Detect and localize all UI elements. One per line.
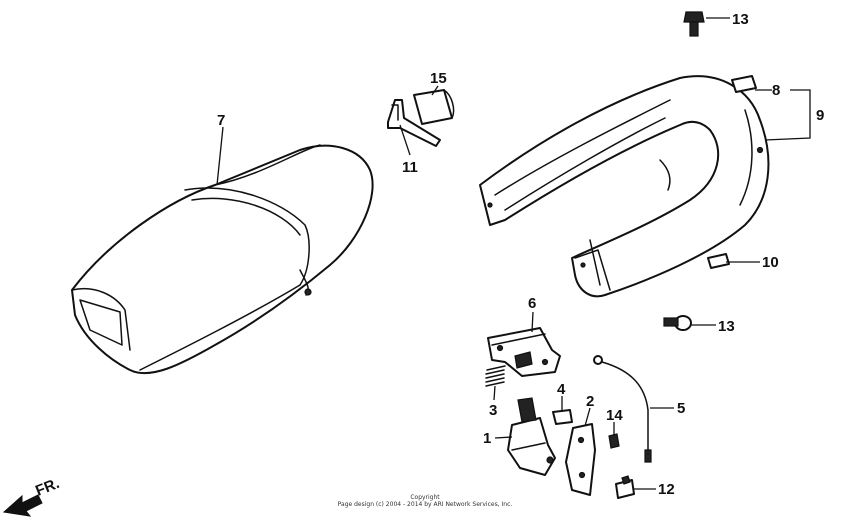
callout-13-top: 13 <box>732 11 749 28</box>
lock-body-part <box>507 397 556 476</box>
callout-labels: 1 2 3 4 5 6 7 8 9 10 11 12 13 13 14 15 <box>217 11 824 498</box>
rubber-pad-part <box>413 89 455 125</box>
rear-cowl-part <box>479 75 770 298</box>
seat-bracket-part <box>387 99 441 147</box>
copyright-line-2: Page design (c) 2004 - 2014 by ARI Netwo… <box>337 501 513 508</box>
callout-1: 1 <box>483 430 491 447</box>
callout-7: 7 <box>217 112 225 129</box>
callout-15: 15 <box>430 70 447 87</box>
clip-part <box>552 409 573 425</box>
bolt-top-part <box>683 11 705 37</box>
spring-part <box>485 365 506 387</box>
callout-5: 5 <box>677 400 685 417</box>
emblem-part <box>731 75 757 93</box>
callout-13-side: 13 <box>718 318 735 335</box>
cable-part <box>593 355 652 463</box>
callout-6: 6 <box>528 295 536 312</box>
callout-11: 11 <box>402 159 418 176</box>
bolt-bottom-part <box>615 475 635 499</box>
callout-4: 4 <box>557 381 566 398</box>
callout-9: 9 <box>816 107 824 124</box>
callout-3: 3 <box>489 402 497 419</box>
screw-part <box>608 433 620 449</box>
hinge-part <box>487 327 561 377</box>
callout-8: 8 <box>772 82 780 99</box>
callout-2: 2 <box>586 393 594 410</box>
arrow-left-icon <box>2 494 43 517</box>
callout-14: 14 <box>606 407 623 424</box>
callout-12: 12 <box>658 481 675 498</box>
leader-lines <box>216 17 811 490</box>
copyright-line-1: Copyright <box>410 494 440 501</box>
seat-part <box>71 144 374 375</box>
plate-part <box>565 423 596 496</box>
label-part <box>707 253 730 269</box>
bolt-side-part <box>663 315 692 331</box>
callout-10: 10 <box>762 254 779 271</box>
